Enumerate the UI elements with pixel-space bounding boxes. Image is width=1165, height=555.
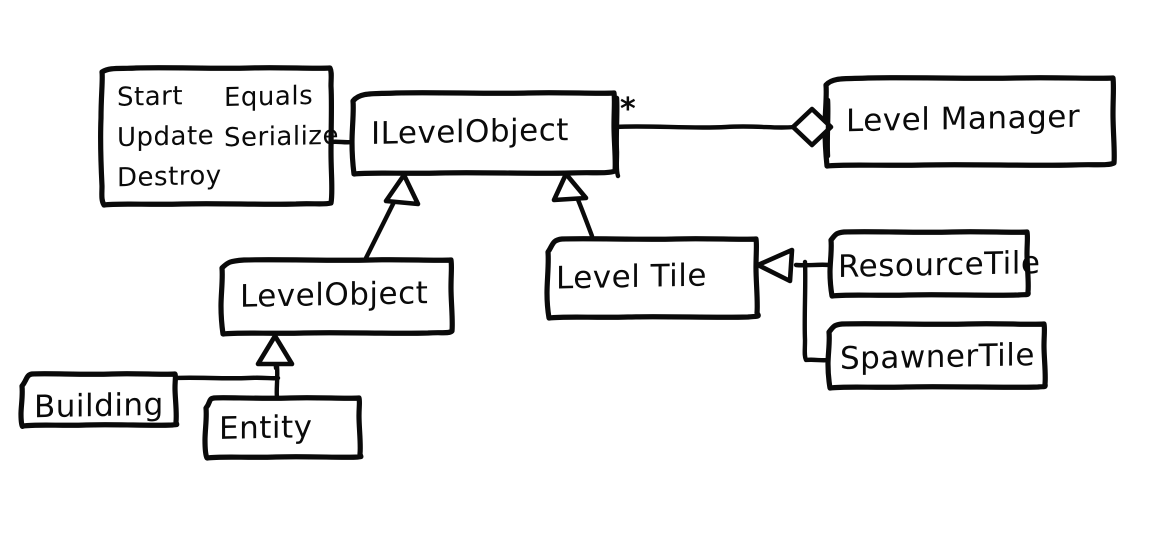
entity-box-outline <box>202 395 364 461</box>
levelobject-to-ilevelobject-line <box>363 199 397 261</box>
aggregation-diamond <box>790 106 834 148</box>
levelmanager-anchor-tick <box>825 97 831 159</box>
spawnertile-box-outline <box>825 321 1048 391</box>
entity-to-bus-line <box>274 363 280 401</box>
levelmanager-box-outline <box>822 75 1117 169</box>
building-to-bus-line <box>173 375 281 381</box>
levelobject-subclass-inheritance-arrowhead <box>255 333 295 367</box>
resourcetile-box-outline <box>827 229 1031 299</box>
leveltile-subclass-inheritance-arrowhead <box>755 247 795 284</box>
methods-to-ilevelobject-link <box>328 139 355 145</box>
levelobject-inheritance-arrowhead <box>383 172 421 207</box>
aggregation-association-line <box>613 124 796 130</box>
levelobject-box-outline <box>218 257 455 337</box>
leveltile-inheritance-arrowhead <box>551 171 589 203</box>
resourcetile-to-leveltile-line <box>793 262 833 268</box>
multiplicity-tick <box>614 95 621 179</box>
methods-box-outline <box>97 65 335 208</box>
building-box-outline <box>18 371 180 429</box>
tile-subclass-vertical-bus <box>802 259 831 363</box>
leveltile-box-outline <box>544 236 761 321</box>
ilevelobject-box-outline <box>349 90 618 177</box>
